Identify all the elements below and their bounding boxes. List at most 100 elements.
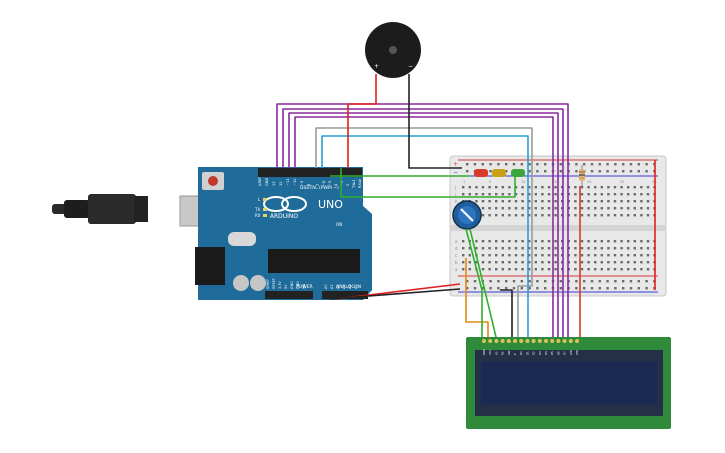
breadboard-hole xyxy=(580,193,584,196)
breadboard-hole xyxy=(468,254,471,257)
breadboard-hole xyxy=(574,200,577,203)
led-tx-label: TX xyxy=(254,207,260,212)
pin-label-a1: A1 xyxy=(330,285,334,289)
breadboard-hole xyxy=(600,214,603,217)
lcd-pin xyxy=(550,339,555,343)
breadboard-hole xyxy=(590,280,594,283)
breadboard-hole xyxy=(514,261,518,264)
breadboard-hole xyxy=(488,214,491,217)
breadboard-hole xyxy=(583,280,586,283)
breadboard-hole xyxy=(613,261,617,264)
breadboard-hole xyxy=(620,254,623,257)
breadboard-hole xyxy=(466,280,469,283)
pin-label-vin: Vin xyxy=(302,284,306,289)
lcd-screen xyxy=(481,362,657,404)
breadboard-hole xyxy=(607,247,610,250)
breadboard-hole xyxy=(489,170,492,173)
pin-label-rx: RX◂0 xyxy=(358,178,362,188)
breadboard-hole xyxy=(607,261,610,264)
breadboard-hole xyxy=(613,207,617,210)
pin-label-10: ~10 xyxy=(293,178,297,186)
breadboard-hole xyxy=(481,254,485,257)
breadboard-hole xyxy=(629,287,633,290)
breadboard-hole xyxy=(613,186,617,189)
breadboard-hole xyxy=(637,287,640,290)
breadboard-hole xyxy=(547,247,551,250)
power-pin-labels: IOREF RESET 3.3V 5V GND GND Vin A0 A1 A2… xyxy=(266,277,358,289)
breadboard-hole xyxy=(488,254,491,257)
breadboard-hole xyxy=(481,240,485,243)
breadboard-hole xyxy=(606,163,609,166)
breadboard-hole xyxy=(488,268,491,271)
svg-text:1: 1 xyxy=(463,180,465,184)
breadboard-hole xyxy=(554,254,557,257)
arduino-uno-board: ARDUINO UNO DIGITAL (PWM ~) POWER ANALOG… xyxy=(195,167,372,300)
breadboard-hole xyxy=(528,280,531,283)
breadboard-hole xyxy=(528,214,531,217)
breadboard-hole xyxy=(495,268,498,271)
breadboard-hole xyxy=(514,254,518,257)
breadboard-hole xyxy=(547,207,551,210)
breadboard-hole xyxy=(497,287,500,290)
breadboard-hole xyxy=(587,268,590,271)
pin-label-12: 12 xyxy=(279,181,283,186)
breadboard-hole xyxy=(594,193,597,196)
breadboard-hole xyxy=(606,170,609,173)
breadboard-hole xyxy=(481,261,485,264)
breadboard-hole xyxy=(587,186,590,189)
breadboard-hole xyxy=(501,240,504,243)
breadboard-hole xyxy=(534,200,537,203)
breadboard-hole xyxy=(541,254,544,257)
breadboard-hole xyxy=(462,247,465,250)
breadboard-hole xyxy=(645,170,648,173)
pin-label-gnd1: GND xyxy=(290,281,294,289)
breadboard-hole xyxy=(594,186,597,189)
rail-minus-label: − xyxy=(453,169,458,176)
breadboard-hole xyxy=(481,268,485,271)
breadboard-hole xyxy=(541,261,544,264)
breadboard-hole xyxy=(580,261,584,264)
led-green xyxy=(511,169,525,177)
breadboard-hole xyxy=(574,186,577,189)
breadboard-hole xyxy=(536,287,539,290)
breadboard-hole xyxy=(594,240,597,243)
breadboard-hole xyxy=(629,280,633,283)
lcd-pin-label: V0 xyxy=(494,351,498,355)
wire-green-pot xyxy=(469,228,497,338)
breadboard-hole xyxy=(587,261,590,264)
breadboard-hole xyxy=(521,261,524,264)
breadboard-hole xyxy=(600,193,603,196)
breadboard-hole xyxy=(473,287,477,290)
breadboard-hole xyxy=(489,287,492,290)
breadboard-hole xyxy=(521,247,524,250)
wire-purple-4 xyxy=(294,116,554,337)
analog-header xyxy=(322,291,368,299)
lcd-pin-label: D0 xyxy=(519,351,523,355)
breadboard-hole xyxy=(620,268,623,271)
breadboard-hole xyxy=(488,193,491,196)
svg-text:e: e xyxy=(455,239,458,244)
power-jack xyxy=(195,247,225,285)
breadboard-hole xyxy=(622,163,625,166)
breadboard-hole xyxy=(640,261,643,264)
breadboard-hole xyxy=(590,287,594,290)
breadboard-hole xyxy=(554,214,557,217)
breadboard-hole xyxy=(614,163,617,166)
breadboard-hole xyxy=(640,254,643,257)
breadboard-hole xyxy=(488,207,491,210)
pin-label-13: 13 xyxy=(272,181,276,186)
breadboard-hole xyxy=(637,280,640,283)
breadboard-hole xyxy=(468,186,471,189)
breadboard-hole xyxy=(475,186,478,189)
breadboard-hole xyxy=(528,287,531,290)
breadboard-hole xyxy=(574,240,577,243)
breadboard-hole xyxy=(554,200,557,203)
wire-orange xyxy=(465,258,489,337)
breadboard-hole xyxy=(521,193,524,196)
breadboard-hole xyxy=(528,240,531,243)
lcd-pin xyxy=(513,339,517,343)
breadboard-hole xyxy=(627,214,630,217)
breadboard-hole xyxy=(528,254,531,257)
breadboard-hole xyxy=(614,170,617,173)
